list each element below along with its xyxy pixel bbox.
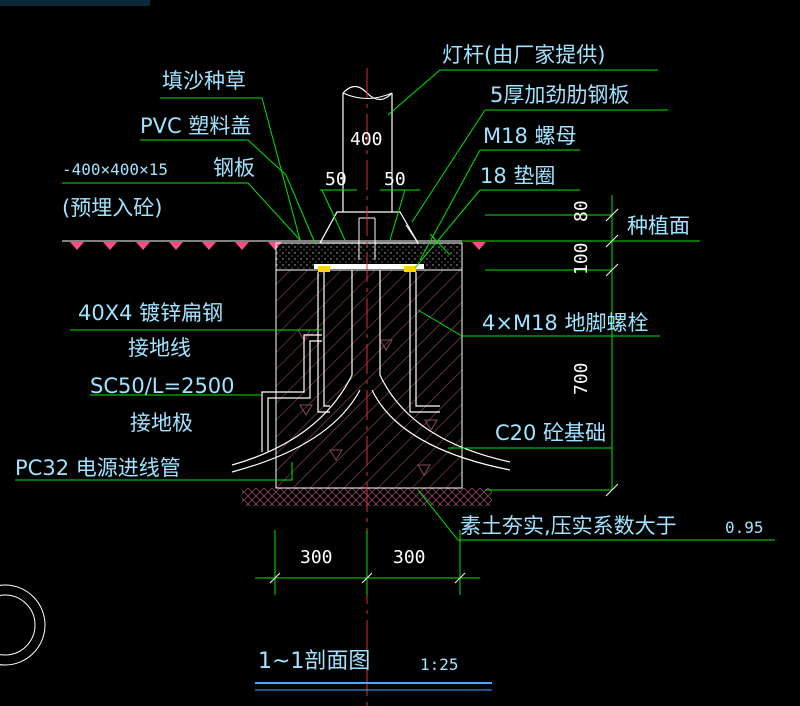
lamp-pole [342, 85, 393, 260]
label-anchor-bolts: 4×M18 地脚螺栓 [482, 311, 648, 335]
grass-mark [70, 242, 84, 250]
dim-pole-width: 400 [350, 129, 383, 150]
drawing-scale: 1:25 [420, 655, 459, 674]
bottom-dimensions [255, 530, 480, 595]
grass-mark [235, 242, 249, 250]
grass-marks [70, 242, 486, 250]
concrete-foundation [275, 269, 463, 489]
dim-foundation-depth: 700 [571, 362, 592, 395]
label-ground-wire: 接地线 [128, 336, 191, 360]
label-m18-nut: M18 螺母 [483, 124, 577, 148]
label-c20-base: C20 砼基础 [495, 421, 606, 445]
dim-rib-left: 50 [325, 169, 347, 190]
label-electrode: 接地极 [130, 411, 193, 435]
label-pvc-cover: PVC 塑料盖 [140, 114, 251, 138]
label-stiffened-plate: 5厚加劲肋钢板 [490, 83, 629, 107]
grass-mark [103, 242, 117, 250]
grass-mark [169, 242, 183, 250]
label-conduit: PC32 电源进线管 [15, 456, 181, 480]
leader-lines [15, 69, 775, 541]
label-compaction-value: 0.95 [725, 518, 764, 537]
top-edge-fragment [0, 0, 150, 6]
grass-mark [136, 242, 150, 250]
ground-line [62, 240, 486, 250]
label-washer: 18 垫圈 [480, 164, 555, 188]
label-compaction: 素土夯实,压实系数大于 [460, 514, 677, 538]
label-embedded: (预埋入砼) [62, 196, 162, 220]
dim-half-left: 300 [300, 547, 333, 568]
compass-circle [0, 584, 46, 666]
label-sand-grass: 填沙种草 [162, 69, 246, 93]
label-steel-plate: 钢板 [213, 156, 255, 180]
dim-rib-right: 50 [384, 169, 406, 190]
grounding-steel [261, 334, 322, 452]
pole-base [314, 211, 424, 272]
drawing-title: 1~1剖面图 [258, 649, 370, 674]
vertical-dim-ticks [605, 208, 619, 497]
grass-mark [202, 242, 216, 250]
label-plate-size: -400×400×15 [62, 160, 168, 179]
grass-mark [472, 242, 486, 250]
label-electrode-spec: SC50/L=2500 [90, 374, 235, 398]
dim-half-right: 300 [393, 547, 426, 568]
dim-top-layer: 80 [571, 200, 592, 222]
power-conduit [231, 270, 511, 473]
label-planting-surface: 种植面 [627, 214, 690, 238]
label-lamp-pole: 灯杆(由厂家提供) [442, 43, 605, 67]
label-flat-steel: 40X4 镀锌扁钢 [78, 301, 223, 325]
dim-mid-layer: 100 [571, 242, 592, 275]
